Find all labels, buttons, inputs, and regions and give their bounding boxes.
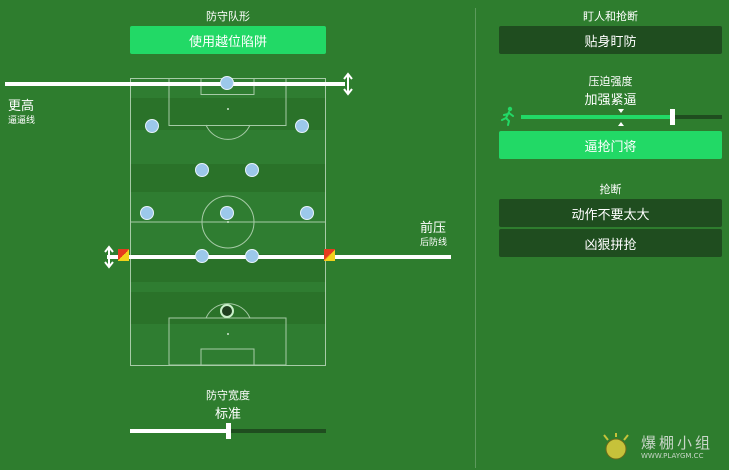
watermark-title: 爆棚小组 — [641, 434, 714, 452]
defensive-line-sublabel: 后防线 — [420, 238, 448, 248]
offside-flag-left-icon — [118, 249, 129, 261]
goalkeeper-marker[interactable] — [220, 304, 234, 318]
defensive-line-label: 前压 — [420, 221, 447, 236]
player-marker[interactable] — [245, 163, 259, 177]
player-marker[interactable] — [295, 119, 309, 133]
defensive-line[interactable] — [107, 255, 451, 259]
press-goalkeeper-button[interactable]: 逼抢门将 — [499, 131, 722, 159]
offside-trap-button[interactable]: 使用越位陷阱 — [130, 26, 326, 54]
panel-divider — [475, 8, 476, 468]
player-marker[interactable] — [220, 206, 234, 220]
player-marker[interactable] — [300, 206, 314, 220]
pressing-line[interactable] — [5, 82, 345, 86]
pressing-line-label: 更高 — [8, 99, 35, 114]
watermark-logo-icon — [603, 433, 629, 460]
player-marker[interactable] — [220, 76, 234, 90]
pressing-slider-handle[interactable] — [669, 109, 675, 125]
pressing-title: 压迫强度 — [588, 75, 633, 88]
player-marker[interactable] — [140, 206, 154, 220]
player-marker[interactable] — [145, 119, 159, 133]
defense-width-slider-handle[interactable] — [226, 423, 231, 439]
marking-title: 盯人和抢断 — [583, 10, 638, 23]
offside-flag-right-icon — [324, 249, 335, 261]
player-marker[interactable] — [195, 249, 209, 263]
player-marker[interactable] — [195, 163, 209, 177]
watermark-url: WWW.PLAYGM.CC — [641, 452, 704, 460]
pressing-marker-icon — [618, 109, 624, 126]
running-player-icon — [501, 106, 514, 126]
tackling-option-stay-on-feet-button[interactable]: 动作不要太大 — [499, 199, 722, 227]
tight-marking-button[interactable]: 贴身盯防 — [499, 26, 722, 54]
pressing-line-sublabel: 逼逼线 — [8, 116, 36, 126]
defensive-line-drag-handle-icon[interactable] — [102, 245, 116, 269]
defense-width-slider-fill — [130, 429, 228, 433]
pressing-slider-fill — [521, 115, 672, 119]
defense-shape-title: 防守队形 — [206, 10, 250, 23]
tackling-title: 抢断 — [599, 183, 622, 196]
defense-width-value: 标准 — [214, 407, 241, 422]
pressing-slider[interactable] — [521, 115, 722, 119]
player-marker[interactable] — [245, 249, 259, 263]
pressing-line-drag-handle-icon[interactable] — [341, 72, 355, 96]
defense-width-title: 防守宽度 — [206, 389, 250, 402]
pressing-value: 加强紧逼 — [584, 93, 637, 108]
tackling-option-get-stuck-in-button[interactable]: 凶狠拼抢 — [499, 229, 722, 257]
